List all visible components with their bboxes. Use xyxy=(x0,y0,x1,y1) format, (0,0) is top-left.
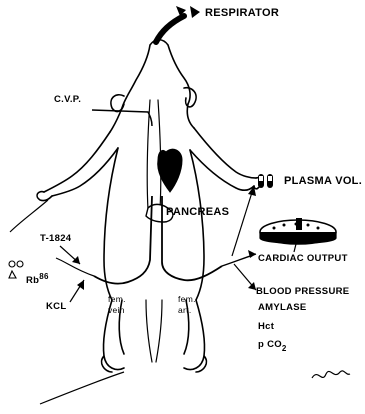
fem-art-label-2: art. xyxy=(178,306,191,315)
bp-arrowhead xyxy=(248,282,256,290)
pco2-subscript: 2 xyxy=(282,344,287,353)
rb-symbol: Rb xyxy=(26,275,39,286)
cvp-label: C.V.P. xyxy=(54,95,81,105)
respirator-label: RESPIRATOR xyxy=(205,8,279,19)
rb-mass-number: 86 xyxy=(39,272,49,281)
dog-neck-right xyxy=(187,104,194,128)
cvp-catheter-line xyxy=(92,110,152,126)
kcl-label: KCL xyxy=(46,302,66,312)
cardiac-output-label: CARDIAC OUTPUT xyxy=(258,254,348,264)
t1824-label: T-1824 xyxy=(40,234,71,244)
dog-head xyxy=(122,40,190,108)
dog-tail xyxy=(146,300,162,362)
fem-art-label-1: fem. xyxy=(178,295,196,304)
rb86-symbol xyxy=(9,261,23,278)
tail-catheter xyxy=(40,372,124,404)
test-tubes-icon xyxy=(258,174,273,188)
artist-signature xyxy=(312,371,350,378)
pco2-co: CO xyxy=(267,339,282,350)
pco2-prefix: p xyxy=(258,339,264,350)
blood-pressure-label: BLOOD PRESSURE xyxy=(256,287,349,297)
fem-vein-label-1: fem. xyxy=(108,295,126,304)
foreleg-catheter xyxy=(10,200,48,232)
plasma-arrow xyxy=(232,186,254,256)
pancreas-label: PANCREAS xyxy=(166,207,229,218)
amylase-label: AMYLASE xyxy=(258,303,307,313)
plasma-vol-label: PLASMA VOL. xyxy=(284,176,362,187)
fraction-collector-icon xyxy=(260,218,336,252)
rb86-label: Rb86 xyxy=(26,276,49,286)
dog-torso-left xyxy=(104,148,118,300)
dog-right-foreleg xyxy=(190,128,256,190)
dog-left-forepaw xyxy=(37,192,52,201)
hct-label: Hct xyxy=(258,322,274,332)
pco2-label: p CO2 xyxy=(258,340,287,350)
fem-vein-label-2: vein xyxy=(108,306,125,315)
dog-left-foreleg xyxy=(44,132,118,196)
vena-cava xyxy=(94,196,152,284)
respirator-tube xyxy=(156,16,184,42)
